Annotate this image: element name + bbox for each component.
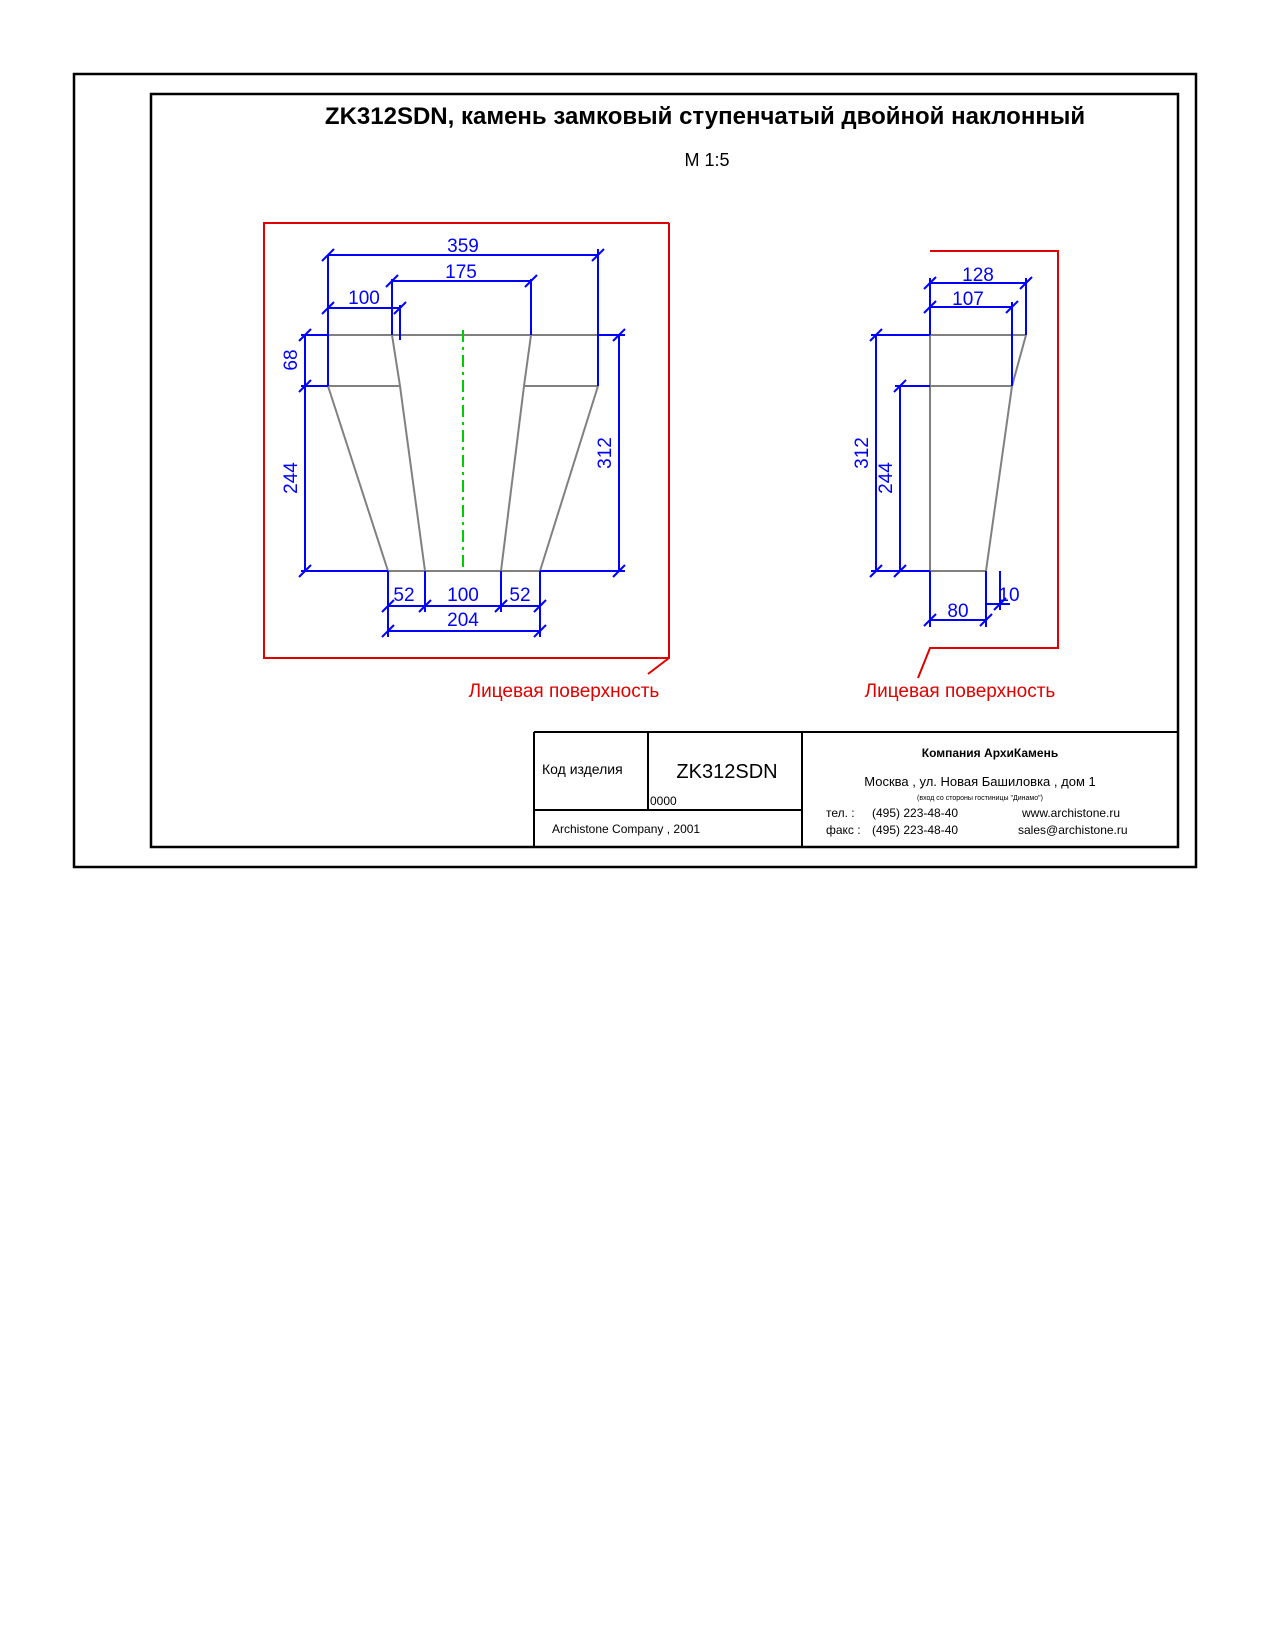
side-stone-outline <box>929 334 1027 572</box>
drawing-title: ZK312SDN, камень замковый ступенчатый дв… <box>325 103 1085 130</box>
side-face-frame <box>917 250 1059 679</box>
product-code-value: ZK312SDN <box>676 761 777 783</box>
dim-side-top-inner: 107 <box>952 289 984 310</box>
side-dimension-lines <box>869 276 1033 627</box>
dim-front-left-lower: 244 <box>281 462 302 494</box>
dim-side-bottom: 80 <box>947 601 968 622</box>
dim-front-bottom-mid: 100 <box>447 585 479 606</box>
side-view: 128 107 312 244 80 10 Лицевая поверхност… <box>852 250 1059 702</box>
dim-front-bottom-right: 52 <box>509 585 530 606</box>
phone-label: тел. : <box>826 806 855 820</box>
company-address-note: (вход со стороны гостиницы "Динамо") <box>917 795 1043 802</box>
dim-side-top-total: 128 <box>962 265 994 286</box>
title-block <box>533 731 1178 847</box>
drawing-scale: М 1:5 <box>684 150 729 170</box>
company-website: www.archistone.ru <box>1021 806 1120 820</box>
fax-number: (495) 223-48-40 <box>872 823 958 837</box>
company-name: Компания АрхиКамень <box>922 746 1058 760</box>
company-address: Москва , ул. Новая Башиловка , дом 1 <box>864 774 1095 789</box>
phone-number: (495) 223-48-40 <box>872 806 958 820</box>
dim-front-left-upper: 68 <box>281 349 302 370</box>
dim-front-bottom-total: 204 <box>447 610 479 631</box>
inner-frame <box>149 92 1180 849</box>
front-dimension-lines <box>298 248 626 638</box>
fax-label: факс : <box>826 823 861 837</box>
front-face-label: Лицевая поверхность <box>469 681 660 702</box>
product-code-number: 0000 <box>650 794 677 808</box>
front-view: 359 175 100 68 244 312 52 100 52 204 Лиц… <box>263 222 670 702</box>
dim-front-top-total: 359 <box>447 236 479 257</box>
dim-side-left-total: 312 <box>852 437 873 469</box>
dim-front-right-total: 312 <box>595 437 616 469</box>
outer-frame <box>72 72 1198 869</box>
product-code-label: Код изделия <box>542 761 623 777</box>
dim-front-top-left: 100 <box>348 288 380 309</box>
dim-front-top-inner: 175 <box>445 262 477 283</box>
dim-front-bottom-left: 52 <box>393 585 414 606</box>
copyright-text: Archistone Company , 2001 <box>552 822 700 836</box>
front-face-frame <box>263 222 670 659</box>
dim-side-left-lower: 244 <box>876 462 897 494</box>
side-face-label: Лицевая поверхность <box>865 681 1056 702</box>
company-email: sales@archistone.ru <box>1018 823 1128 837</box>
dim-side-bottom-offset: 10 <box>998 585 1019 606</box>
front-face-leader <box>647 657 670 675</box>
